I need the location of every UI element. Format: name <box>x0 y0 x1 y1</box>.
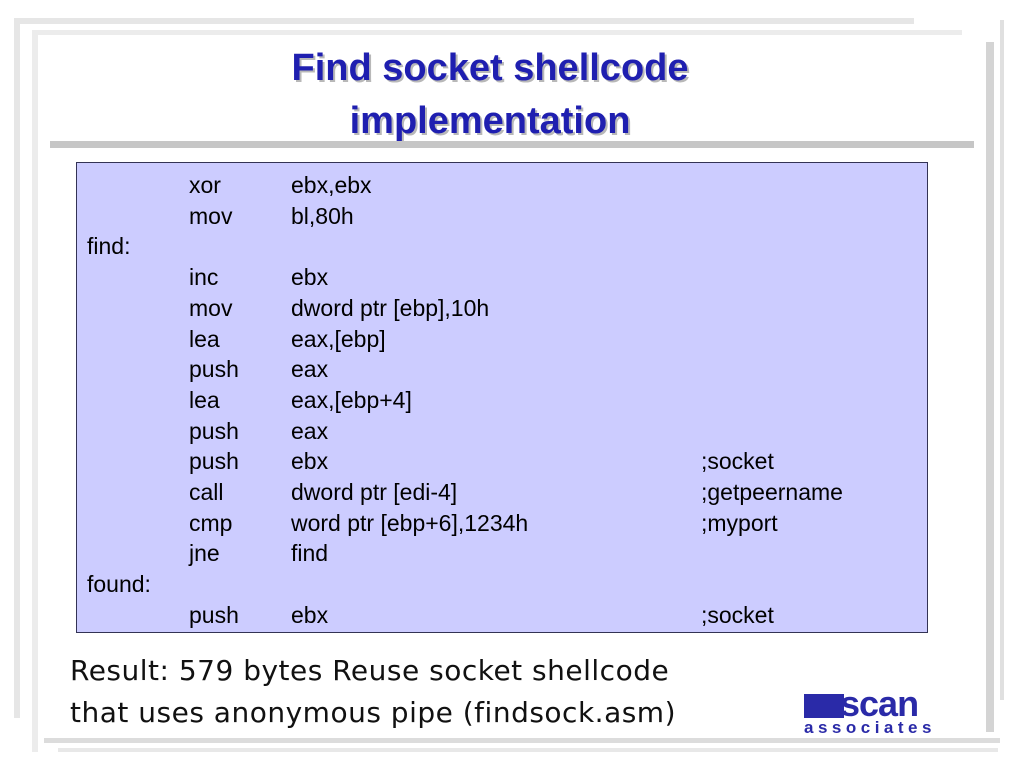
code-opcode: push <box>189 417 239 444</box>
frame-bar-top-inner <box>32 30 962 35</box>
code-operand: ebx <box>291 601 329 628</box>
result-colon: : <box>159 654 170 687</box>
scan-associates-logo: scan associates <box>804 686 970 740</box>
result-text: Result: 579 bytes Reuse socket shellcode… <box>70 650 790 734</box>
code-line: xor ebx,ebx <box>77 170 927 200</box>
code-line: lea eax,[ebp+4] <box>77 385 927 415</box>
code-comment: ;getpeername <box>701 479 843 505</box>
slide-title: Find socket shellcode implementation <box>100 42 880 148</box>
code-operand: dword ptr [ebp],10h <box>291 294 490 321</box>
code-label: found: <box>87 571 151 598</box>
code-opcode: lea <box>189 325 220 352</box>
code-operand: bl,80h <box>291 202 354 229</box>
code-line: push eax <box>77 416 927 446</box>
frame-bar-left-inner <box>32 30 38 752</box>
code-opcode: push <box>189 601 239 628</box>
logo-word-scan: scan <box>840 683 919 724</box>
frame-bar-right-outer <box>1000 20 1004 700</box>
code-operand: dword ptr [edi-4] <box>291 479 458 505</box>
code-line: inc ebx <box>77 262 927 292</box>
code-opcode: cmp <box>189 509 233 536</box>
code-comment: ;myport <box>701 509 778 536</box>
code-operand: find <box>291 540 329 567</box>
code-opcode: inc <box>189 264 219 291</box>
code-operand: eax <box>291 417 329 444</box>
code-opcode: jne <box>189 540 220 567</box>
code-line: mov dword ptr [ebp],10h <box>77 293 927 323</box>
title-divider <box>50 141 974 148</box>
logo-word-associates: associates <box>804 718 936 737</box>
code-comment: ;socket <box>701 448 774 475</box>
code-opcode: mov <box>189 294 233 321</box>
code-operand: eax,[ebp] <box>291 325 386 352</box>
frame-bar-bottom-outer <box>58 748 998 752</box>
code-opcode: push <box>189 356 239 383</box>
code-label: find: <box>87 233 131 260</box>
code-line: push eax <box>77 354 927 384</box>
result-label: Result <box>70 654 160 687</box>
code-line: call dword ptr [edi-4] ;getpeername <box>77 477 927 507</box>
code-line: cmp word ptr [ebp+6],1234h ;myport <box>77 508 927 538</box>
frame-bar-top <box>14 18 914 24</box>
frame-bar-right <box>986 42 994 732</box>
result-text-line-2: that uses anonymous pipe (findsock.asm) <box>70 696 677 729</box>
frame-bar-left <box>14 18 20 718</box>
code-opcode: push <box>189 448 239 475</box>
code-operand: word ptr [ebp+6],1234h <box>291 509 529 536</box>
code-listing: xor ebx,ebx mov bl,80h find: inc ebx mov dword p… <box>76 162 928 633</box>
code-line: jne find <box>77 538 927 568</box>
slide-title-line-2: implementation <box>349 100 631 142</box>
code-opcode: call <box>189 479 224 505</box>
code-line: push ebx ;socket <box>77 446 927 476</box>
code-operand: ebx,ebx <box>291 172 372 198</box>
code-operand: ebx <box>291 264 329 291</box>
slide-title-line-1: Find socket shellcode <box>291 47 689 89</box>
code-opcode: xor <box>189 172 221 198</box>
code-operand: ebx <box>291 448 329 475</box>
code-operand: eax,[ebp+4] <box>291 386 412 413</box>
code-operand: eax <box>291 356 329 383</box>
code-line: find: <box>77 231 927 261</box>
logo-mark <box>804 694 844 718</box>
frame-bar-bottom <box>44 738 1000 743</box>
code-line: push ebx ;socket <box>77 600 927 630</box>
code-line: lea eax,[ebp] <box>77 324 927 354</box>
code-opcode: mov <box>189 202 233 229</box>
result-line-1: Result: 579 bytes Reuse socket shellcode <box>70 650 790 692</box>
code-line: mov bl,80h <box>77 201 927 231</box>
code-line: found: <box>77 569 927 599</box>
code-opcode: lea <box>189 386 220 413</box>
result-text-line-1: 579 bytes Reuse socket shellcode <box>169 654 670 687</box>
code-comment: ;socket <box>701 601 774 628</box>
